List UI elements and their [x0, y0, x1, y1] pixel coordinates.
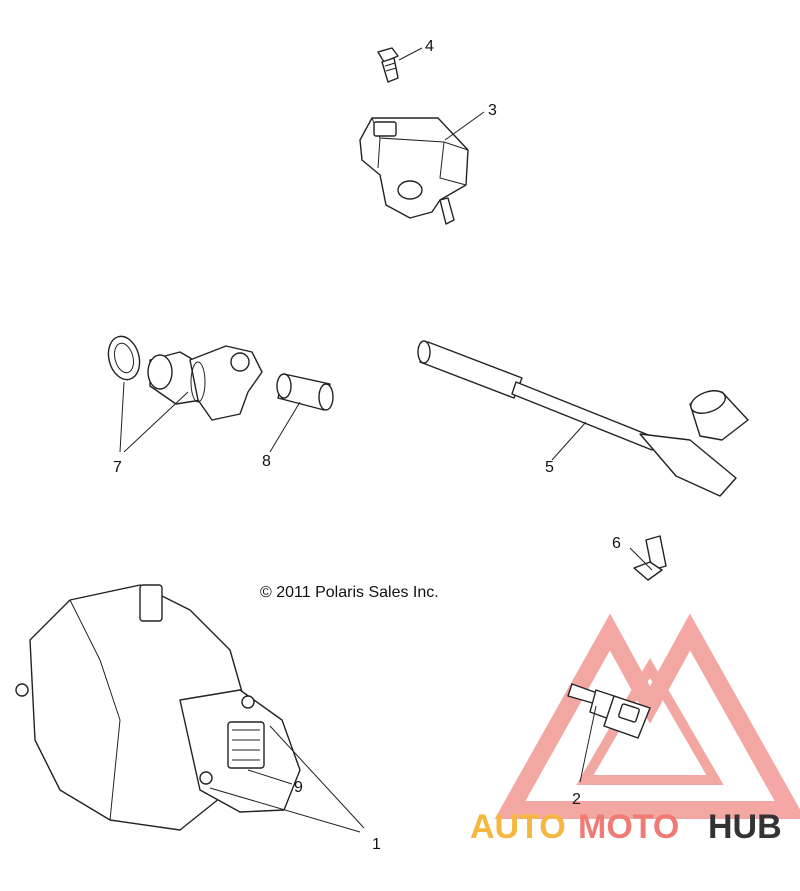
bolt-part-6: [633, 535, 667, 581]
callout-5: 5: [545, 459, 554, 476]
watermark-logo: [494, 613, 800, 819]
sleeve-part-8: [276, 373, 334, 411]
cam-sensor-part-7: [107, 335, 263, 421]
callout-4: 4: [425, 38, 434, 55]
watermark-part-hub: HUB: [708, 808, 782, 846]
callout-9: 9: [294, 779, 303, 796]
watermark-part-auto: AUTO: [470, 808, 566, 846]
speed-sensor-part-5: [417, 340, 749, 497]
watermark-part-moto: MOTO: [578, 808, 679, 846]
map-sensor-part-3: [359, 117, 469, 225]
callout-6: 6: [612, 535, 621, 552]
leader-lines: [119, 47, 653, 833]
callout-3: 3: [488, 102, 497, 119]
bolt-part-4: [377, 47, 399, 83]
callout-7: 7: [113, 459, 122, 476]
throttle-body-part-1: [15, 584, 301, 831]
temp-sensor-part-2: [567, 683, 651, 739]
copyright-notice: © 2011 Polaris Sales Inc.: [260, 584, 439, 601]
callout-2: 2: [572, 791, 581, 808]
callout-8: 8: [262, 453, 271, 470]
callout-1: 1: [372, 836, 381, 853]
watermark-wordmark: AUTO MOTO HUB: [470, 808, 782, 846]
